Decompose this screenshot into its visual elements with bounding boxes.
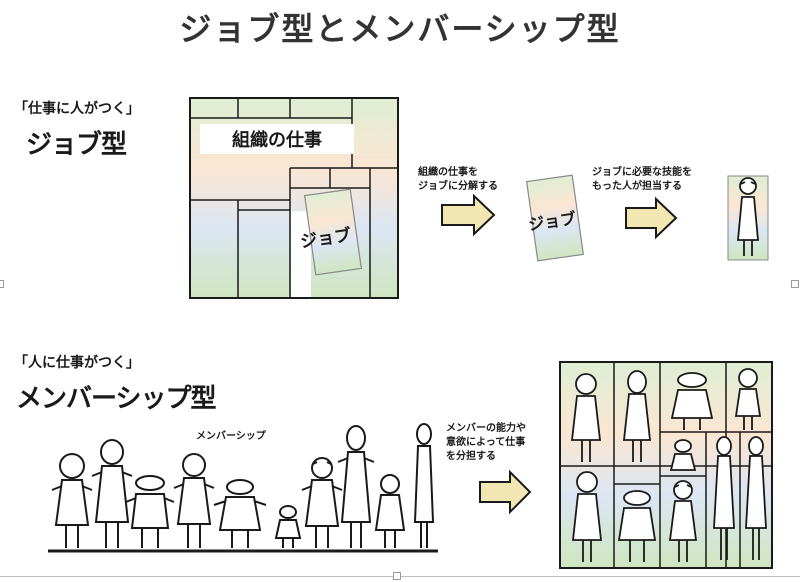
person-icon bbox=[734, 368, 762, 430]
person-icon bbox=[274, 505, 302, 548]
person-icon bbox=[570, 373, 602, 462]
job-card bbox=[525, 174, 585, 262]
person-icon bbox=[337, 425, 375, 548]
resize-handle[interactable] bbox=[0, 280, 4, 288]
org-work-grid bbox=[189, 97, 399, 299]
arrow-right-icon bbox=[625, 196, 678, 240]
membership-step-text: メンバーの能力や 意欲によって仕事 を分担する bbox=[446, 423, 526, 462]
person-icon bbox=[617, 490, 657, 562]
job-subtitle: 「仕事に人がつく」 bbox=[14, 101, 140, 117]
job-heading: ジョブ型 bbox=[26, 130, 127, 160]
job-block bbox=[303, 188, 363, 276]
person-icon bbox=[374, 474, 406, 548]
job-step2-text: ジョブに必要な技能を もった人が担当する bbox=[592, 167, 692, 192]
person-icon bbox=[745, 436, 767, 560]
person-icon bbox=[669, 439, 697, 471]
person-icon bbox=[413, 423, 435, 548]
resize-handle[interactable] bbox=[393, 572, 401, 580]
page-title: ジョブ型とメンバーシップ型 bbox=[179, 10, 621, 48]
arrow-right-icon bbox=[441, 193, 496, 237]
org-work-label: 組織の仕事 bbox=[232, 130, 322, 151]
person-icon bbox=[213, 479, 267, 548]
person-icon bbox=[301, 457, 343, 548]
person-icon bbox=[173, 453, 215, 548]
membership-heading: メンバーシップ型 bbox=[16, 384, 216, 414]
person-icon bbox=[125, 475, 175, 548]
resize-handle[interactable] bbox=[791, 280, 799, 288]
person-icon bbox=[622, 370, 652, 462]
person-icon bbox=[713, 436, 735, 560]
membership-subtitle: 「人に仕事がつく」 bbox=[14, 355, 140, 371]
allocated-figures bbox=[570, 368, 767, 562]
person-icon bbox=[571, 471, 603, 562]
person-icon bbox=[91, 439, 133, 548]
arrow-right-icon bbox=[479, 469, 532, 515]
person-icon bbox=[668, 480, 698, 562]
job-step1-text: 組織の仕事を ジョブに分解する bbox=[418, 167, 498, 192]
member-figures bbox=[51, 423, 435, 548]
membership-group-label: メンバーシップ bbox=[196, 431, 266, 442]
person-icon bbox=[737, 177, 759, 256]
person-icon bbox=[670, 372, 714, 430]
person-icon bbox=[51, 453, 93, 548]
